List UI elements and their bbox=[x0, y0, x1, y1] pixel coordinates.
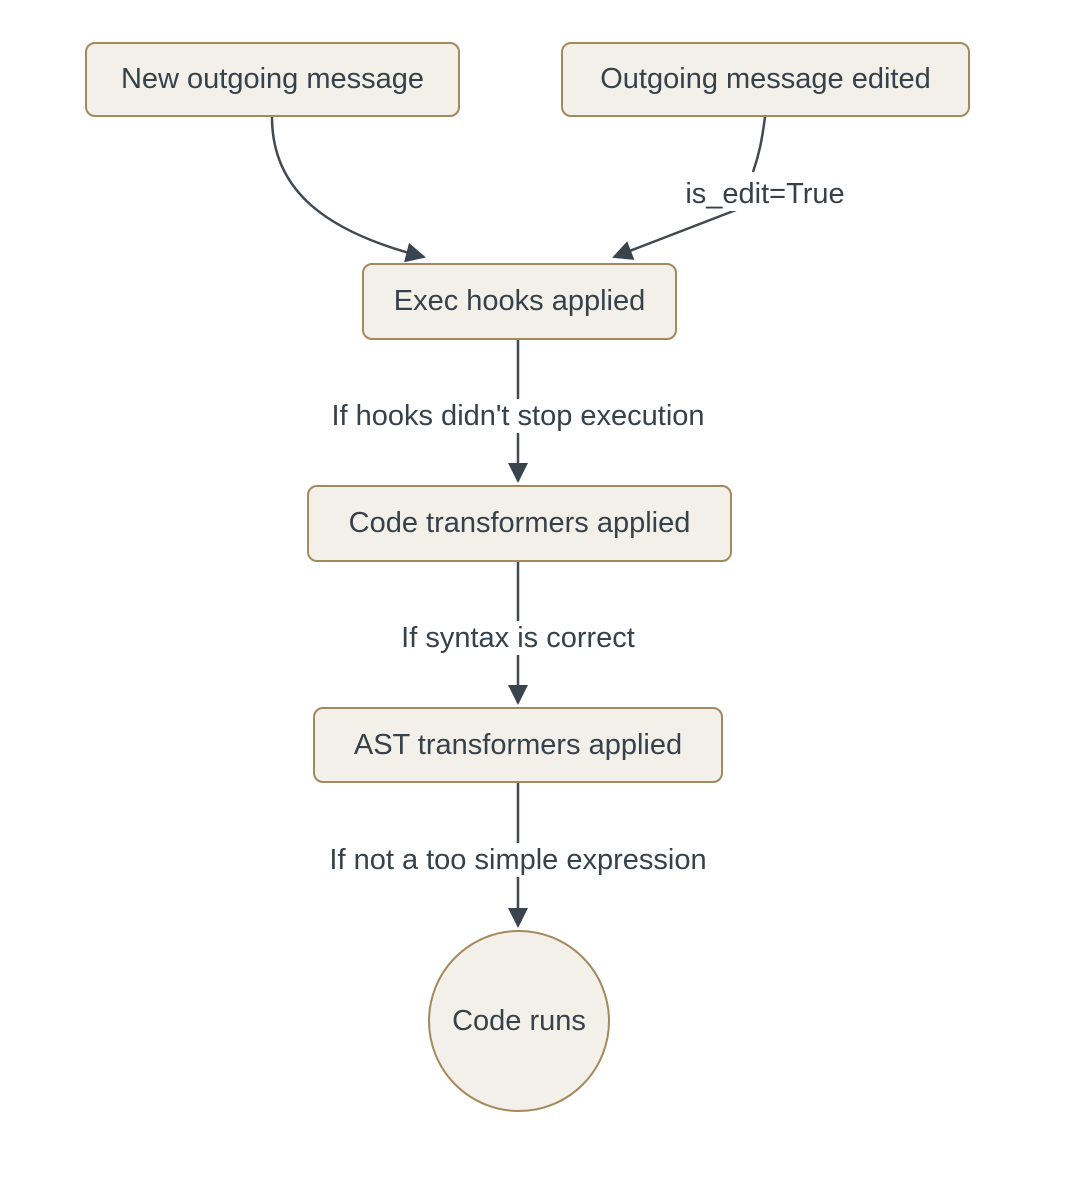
edge-label-syntax-correct: If syntax is correct bbox=[393, 621, 643, 655]
edge-outgoing-edited-stub bbox=[751, 116, 767, 173]
node-ast-transformers-applied: AST transformers applied bbox=[313, 707, 723, 783]
edge-is-edit-to-exec-hooks bbox=[612, 208, 737, 260]
edge-label-not-too-simple: If not a too simple expression bbox=[321, 843, 715, 877]
node-code-transformers-applied: Code transformers applied bbox=[307, 485, 732, 562]
node-code-runs: Code runs bbox=[428, 930, 610, 1112]
edge-label-hooks-didnt-stop: If hooks didn't stop execution bbox=[323, 399, 713, 433]
edge-new-outgoing-to-exec-hooks bbox=[270, 116, 426, 263]
node-new-outgoing-message: New outgoing message bbox=[85, 42, 460, 117]
node-exec-hooks-applied: Exec hooks applied bbox=[362, 263, 677, 340]
edge-label-is-edit-true: is_edit=True bbox=[677, 177, 853, 211]
node-outgoing-message-edited: Outgoing message edited bbox=[561, 42, 970, 117]
